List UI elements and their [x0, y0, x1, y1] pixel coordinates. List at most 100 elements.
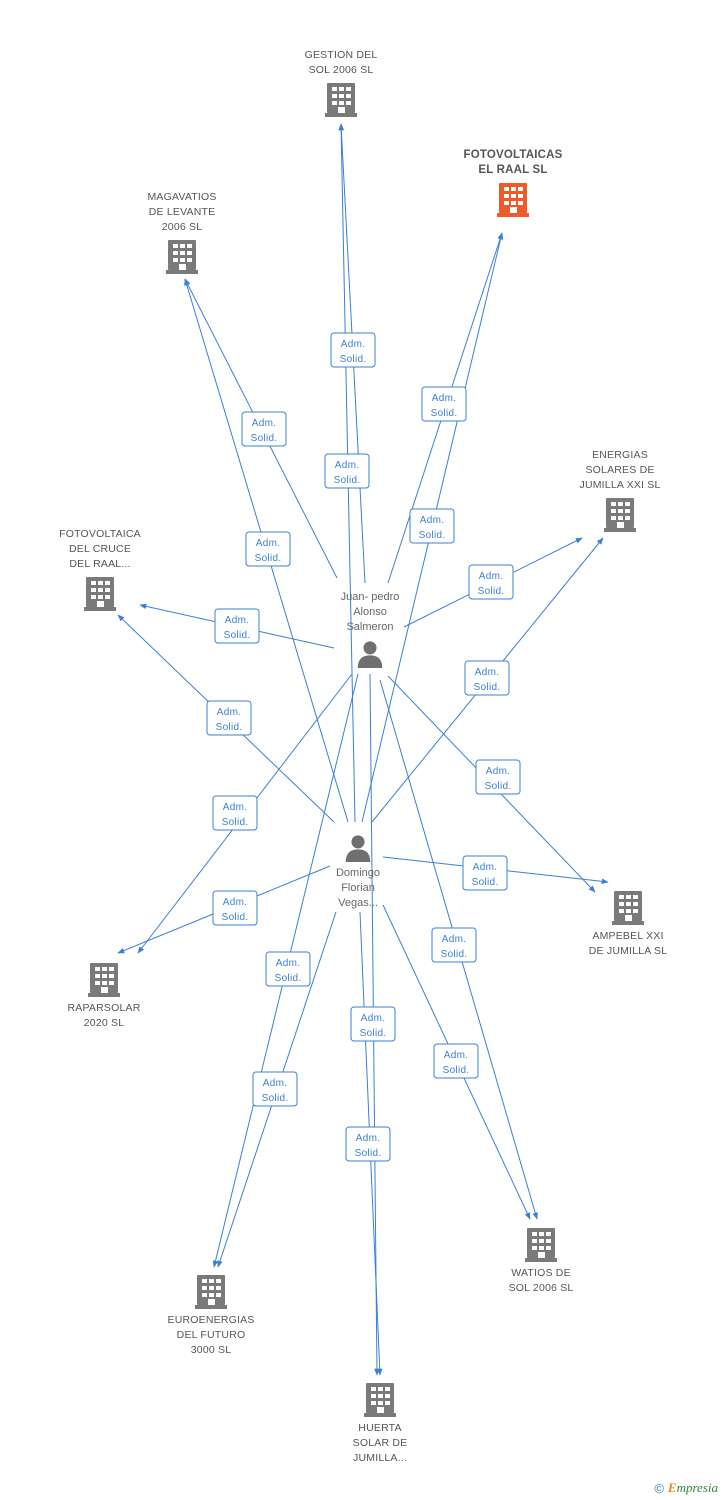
edge-badge-box [265, 951, 311, 987]
node-label-line: DEL RAAL... [69, 558, 130, 570]
node-label-line: WATIOS DE [511, 1267, 571, 1279]
node-label-line: 2006 SL [162, 221, 203, 233]
node-label-line: SOLAR DE [353, 1437, 408, 1449]
building-icon [88, 963, 120, 997]
edge-badge-domingo-cruce[interactable]: Adm.Solid. [206, 700, 252, 736]
edge-badge-domingo-euroenergias[interactable]: Adm. Solid. [252, 1071, 298, 1107]
edge-badge-text: Solid. [224, 630, 251, 641]
node-label-line: Juan- pedro [341, 591, 400, 603]
footer-brand: © Empresia [654, 1480, 718, 1496]
node-label-line: AMPEBEL XXI [592, 930, 663, 942]
person-icon [357, 641, 383, 668]
copyright-symbol: © [654, 1480, 664, 1496]
edge-badge-text: Adm. [223, 897, 248, 908]
building-icon [325, 83, 357, 117]
edge-badge-box [206, 700, 252, 736]
edge-badge-box [212, 890, 258, 926]
edge-badge-text: Adm. [276, 958, 301, 969]
edge-badge-domingo-fotovoltaicas_raal[interactable]: Adm.Solid. [409, 508, 455, 544]
edge-badge-domingo-gestion[interactable]: Adm. Solid. [324, 453, 370, 489]
edge-badge-juanpedro-raparsolar[interactable]: Adm.Solid. [212, 795, 258, 831]
edge-badge-domingo-watios[interactable]: Adm.Solid. [433, 1043, 479, 1079]
edge-badge-text: Adm. [341, 339, 366, 350]
edge-badge-text: Solid. [275, 973, 302, 984]
edge-badge-text: Solid. [360, 1028, 387, 1039]
empresia-logo[interactable]: Empresia [668, 1480, 718, 1496]
edge-badge-domingo-huerta[interactable]: Adm. Solid. [345, 1126, 391, 1162]
edge-badge-text: Solid. [334, 475, 361, 486]
company-node-gestion[interactable]: GESTION DEL SOL 2006 SL [305, 49, 378, 117]
edge-badge-juanpedro-ampebel[interactable]: Adm.Solid. [475, 759, 521, 795]
edge-badge-box [350, 1006, 396, 1042]
node-label-line: DE JUMILLA SL [589, 945, 667, 957]
node-label-line: SOL 2006 SL [509, 1282, 574, 1294]
company-node-ampebel[interactable]: AMPEBEL XXI DE JUMILLA SL [589, 891, 667, 957]
building-icon [612, 891, 644, 925]
building-icon [84, 577, 116, 611]
building-icon [166, 240, 198, 274]
edges-layer [117, 123, 609, 1376]
edge-badge-box [245, 531, 291, 567]
edge-badge-text: Adm. [335, 460, 360, 471]
person-node-domingo[interactable]: DomingoFlorianVegas... [336, 835, 380, 909]
edge-badge-box [462, 855, 508, 891]
logo-rest: mpresia [676, 1480, 718, 1495]
edge-badge-text: Solid. [222, 817, 249, 828]
node-label-line: SOL 2006 SL [309, 64, 374, 76]
edge-badge-text: Solid. [251, 433, 278, 444]
edge-badge-juanpedro-euroenergias[interactable]: Adm. Solid. [265, 951, 311, 987]
node-label-line: RAPARSOLAR [68, 1002, 141, 1014]
node-label-line: Vegas... [338, 897, 378, 909]
node-label-line: Salmeron [346, 621, 393, 633]
edge-badge-text: Solid. [355, 1148, 382, 1159]
edge-badge-box [475, 759, 521, 795]
edge-badge-text: Adm. [442, 934, 467, 945]
node-label-line: JUMILLA... [353, 1452, 407, 1464]
edge-badge-juanpedro-energias[interactable]: Adm.Solid. [468, 564, 514, 600]
edge-badge-text: Solid. [262, 1093, 289, 1104]
edge-badge-juanpedro-huerta[interactable]: Adm.Solid. [350, 1006, 396, 1042]
edge-badge-box [214, 608, 260, 644]
edge-badge-juanpedro-watios[interactable]: Adm.Solid. [431, 927, 477, 963]
node-label-line: GESTION DEL [305, 49, 378, 61]
edge-badge-text: Solid. [443, 1065, 470, 1076]
edge-badge-box [409, 508, 455, 544]
node-label-line: Domingo [336, 867, 380, 879]
edge-badge-text: Solid. [478, 586, 505, 597]
edge-badge-text: Solid. [431, 408, 458, 419]
edge-badge-domingo-magavatios[interactable]: Adm.Solid. [245, 531, 291, 567]
edge-badge-text: Adm. [486, 766, 511, 777]
edge-badge-domingo-raparsolar[interactable]: Adm.Solid. [212, 890, 258, 926]
edge-badge-text: Adm. [356, 1133, 381, 1144]
edge-badge-juanpedro-magavatios[interactable]: Adm.Solid. [241, 411, 287, 447]
logo-initial: E [667, 1480, 677, 1495]
node-label-line: EUROENERGIAS [168, 1314, 255, 1326]
edge-badge-domingo-energias[interactable]: Adm.Solid. [464, 660, 510, 696]
edge-badge-juanpedro-cruce[interactable]: Adm.Solid. [214, 608, 260, 644]
building-icon [195, 1275, 227, 1309]
edge-badge-domingo-ampebel[interactable]: Adm.Solid. [462, 855, 508, 891]
node-label-line: JUMILLA XXI SL [579, 479, 660, 491]
badges-layer: Adm. Solid. Adm. Solid. Adm. Solid. Adm. Solid.… [206, 332, 521, 1162]
edge-badge-juanpedro-fotovoltaicas_raal[interactable]: Adm. Solid. [421, 386, 467, 422]
company-node-watios[interactable]: WATIOS DE SOL 2006 SL [509, 1228, 574, 1294]
edge-badge-text: Adm. [263, 1078, 288, 1089]
edge-badge-box [212, 795, 258, 831]
edge-badge-box [431, 927, 477, 963]
edge-badge-text: Adm. [432, 393, 457, 404]
edge-badge-text: Adm. [256, 538, 281, 549]
node-label-line: FOTOVOLTAICA [59, 528, 141, 540]
person-icon [345, 835, 371, 862]
building-icon [497, 183, 529, 217]
edge-badge-juanpedro-gestion[interactable]: Adm.Solid. [330, 332, 376, 368]
